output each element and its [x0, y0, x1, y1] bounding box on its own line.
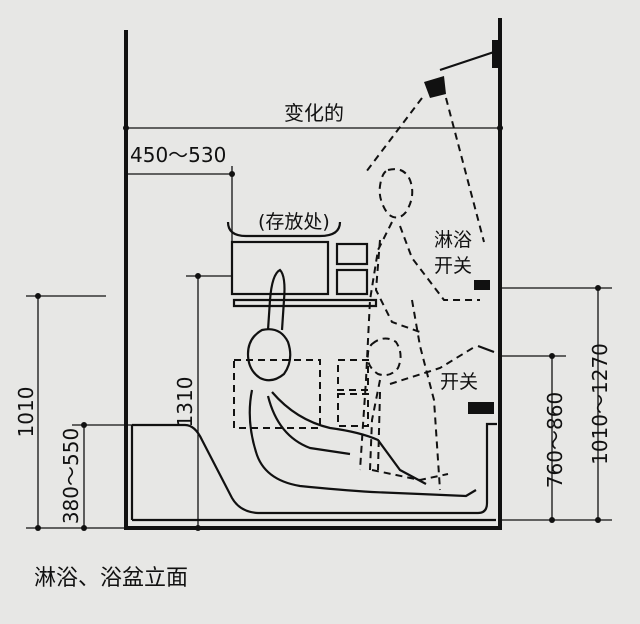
reclining-arm	[266, 395, 351, 456]
shelf-board	[232, 298, 378, 308]
bath-switch-handle	[477, 344, 495, 354]
shelf-offset-dimension: 450～530	[126, 143, 235, 242]
shower-switch: 淋浴 开关	[434, 229, 490, 290]
left-outer-top-dot	[35, 293, 41, 299]
right-outer-dimension: 1010～1270	[500, 285, 612, 523]
reclining-head	[246, 328, 292, 382]
room-walls	[124, 18, 502, 530]
reclining-raised-arm	[266, 268, 286, 331]
reclining-body	[248, 389, 477, 498]
middle-dim-label: 1310	[173, 377, 197, 428]
standing-arm	[399, 225, 480, 301]
bath-switch: 开关	[440, 344, 495, 414]
shelf-offset-dot	[229, 171, 235, 177]
right-outer-dim-label: 1010～1270	[588, 343, 612, 465]
storage-shelf: (存放处)	[226, 211, 378, 308]
standing-figure	[359, 168, 480, 491]
shower-arm	[439, 50, 495, 72]
storage-brace	[226, 221, 342, 238]
left-inner-bottom-dot	[81, 525, 87, 531]
lower-storage-small-top	[337, 359, 369, 391]
reclining-legs	[271, 391, 427, 485]
width-dim-label: 变化的	[284, 101, 344, 125]
middle-dimension: 1310	[173, 273, 232, 531]
lower-storage-small-bottom	[337, 393, 369, 427]
sitting-head	[366, 337, 402, 377]
shower-nozzle	[424, 76, 446, 98]
shower-switch-label-line2: 开关	[434, 255, 472, 277]
left-outer-bottom-dot	[35, 525, 41, 531]
left-inner-top-dot	[81, 422, 87, 428]
left-outer-dimension: 1010	[14, 293, 126, 531]
storage-label: (存放处)	[258, 211, 330, 233]
sitting-arm	[389, 345, 477, 385]
standing-leg	[411, 299, 441, 491]
storage-box-small-bottom	[335, 268, 369, 296]
standing-head	[378, 168, 414, 219]
reclining-figure	[246, 268, 477, 498]
bathtub	[130, 422, 497, 522]
right-outer-top-dot	[595, 285, 601, 291]
sitting-back	[369, 379, 381, 471]
figure-caption: 淋浴、浴盆立面	[34, 566, 188, 591]
bath-switch-icon	[468, 402, 494, 414]
width-dim-right-dot	[497, 125, 503, 131]
bath-switch-label: 开关	[440, 371, 478, 393]
sitting-figure	[366, 337, 477, 482]
shelf-offset-label: 450～530	[130, 143, 226, 167]
standing-leg-back	[377, 391, 381, 471]
lower-storage	[233, 359, 369, 429]
middle-bottom-dot	[195, 525, 201, 531]
lower-storage-box	[233, 359, 321, 429]
right-outer-bottom-dot	[595, 517, 601, 523]
shower-wall-mount	[492, 40, 502, 68]
right-inner-dimension: 760～860	[498, 353, 567, 523]
width-dim-left-dot	[123, 125, 129, 131]
storage-box-large	[230, 240, 330, 296]
left-inner-dim-label: 380～550	[59, 428, 83, 524]
middle-top-dot	[195, 273, 201, 279]
width-dimension: 变化的	[123, 101, 503, 131]
right-inner-bottom-dot	[549, 517, 555, 523]
left-outer-dim-label: 1010	[14, 387, 38, 438]
shower-head	[365, 40, 502, 243]
storage-box-small-top	[335, 242, 369, 266]
shower-switch-label-line1: 淋浴	[434, 229, 472, 251]
standing-back	[359, 221, 393, 471]
left-inner-dimension: 380～550	[59, 422, 132, 531]
spray-line-right	[445, 97, 485, 243]
right-inner-top-dot	[549, 353, 555, 359]
shower-switch-icon	[474, 280, 490, 290]
bathtub-outline	[132, 422, 497, 515]
right-inner-dim-label: 760～860	[543, 392, 567, 488]
standing-arm-lower	[374, 239, 421, 333]
spray-line-left	[365, 97, 423, 173]
